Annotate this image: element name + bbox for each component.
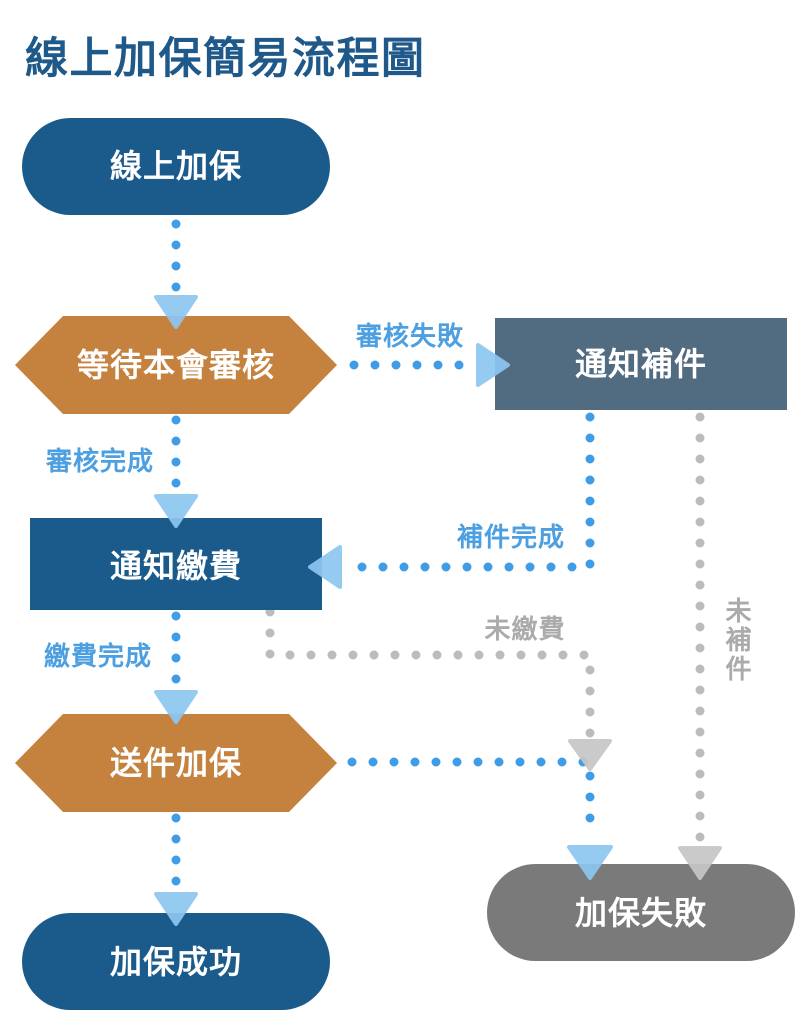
node-shape-pill bbox=[487, 864, 795, 961]
arrowhead-down-icon bbox=[154, 494, 198, 528]
node-label: 等待本會審核 bbox=[77, 346, 275, 384]
arrowhead-layer bbox=[154, 295, 722, 926]
node-shape-rectangle bbox=[30, 518, 322, 610]
node-shape-pill bbox=[22, 118, 330, 215]
node-label: 通知補件 bbox=[575, 345, 707, 383]
node-enrollment-success: 加保成功 bbox=[22, 913, 330, 1010]
node-pending-review: 等待本會審核 bbox=[15, 316, 337, 414]
node-enrollment-failure: 加保失敗 bbox=[487, 864, 795, 961]
node-shape-pill bbox=[22, 913, 330, 1010]
node-shape-hexagon bbox=[15, 714, 337, 812]
connector-layer bbox=[171, 219, 705, 889]
arrowhead-down-icon bbox=[678, 846, 722, 880]
node-label: 線上加保 bbox=[110, 147, 242, 185]
node-request-documents: 通知補件 bbox=[495, 318, 787, 410]
page-title: 線上加保簡易流程圖 bbox=[25, 34, 426, 84]
node-label: 加保失敗 bbox=[575, 894, 707, 932]
arrowhead-down-icon bbox=[568, 739, 612, 771]
node-label: 送件加保 bbox=[110, 744, 242, 782]
arrowhead-down-icon bbox=[154, 892, 198, 926]
edge-label-review-failed: 審核失敗 bbox=[355, 321, 464, 352]
edge-label-review-complete: 審核完成 bbox=[45, 446, 154, 477]
arrowhead-right-icon bbox=[476, 343, 510, 387]
node-shape-hexagon bbox=[15, 316, 337, 414]
node-shape-rectangle bbox=[495, 318, 787, 410]
edge-label-payment-complete: 繳費完成 bbox=[44, 641, 152, 672]
edge-label-documents-missing: 未補件 bbox=[721, 597, 751, 684]
connector-submit-to-failure bbox=[347, 757, 595, 843]
arrowhead-down-icon bbox=[567, 845, 613, 880]
arrowhead-down-icon bbox=[154, 295, 198, 329]
edge-label-documents-complete: 補件完成 bbox=[456, 522, 565, 553]
node-label: 加保成功 bbox=[110, 943, 242, 981]
edge-label-layer: 審核失敗 審核完成 補件完成 繳費完成 未繳費 bbox=[44, 321, 565, 672]
connector-payment-to-failure bbox=[265, 607, 595, 741]
connector-documents-to-payment bbox=[347, 412, 595, 572]
arrowhead-left-icon bbox=[308, 545, 342, 589]
node-payment-notice: 通知繳費 bbox=[30, 518, 322, 610]
node-online-enrollment: 線上加保 bbox=[22, 118, 330, 215]
node-submit-enrollment: 送件加保 bbox=[15, 714, 337, 812]
edge-label-unpaid: 未繳費 bbox=[484, 614, 565, 645]
node-label: 通知繳費 bbox=[110, 547, 242, 585]
arrowhead-down-icon bbox=[154, 690, 198, 724]
